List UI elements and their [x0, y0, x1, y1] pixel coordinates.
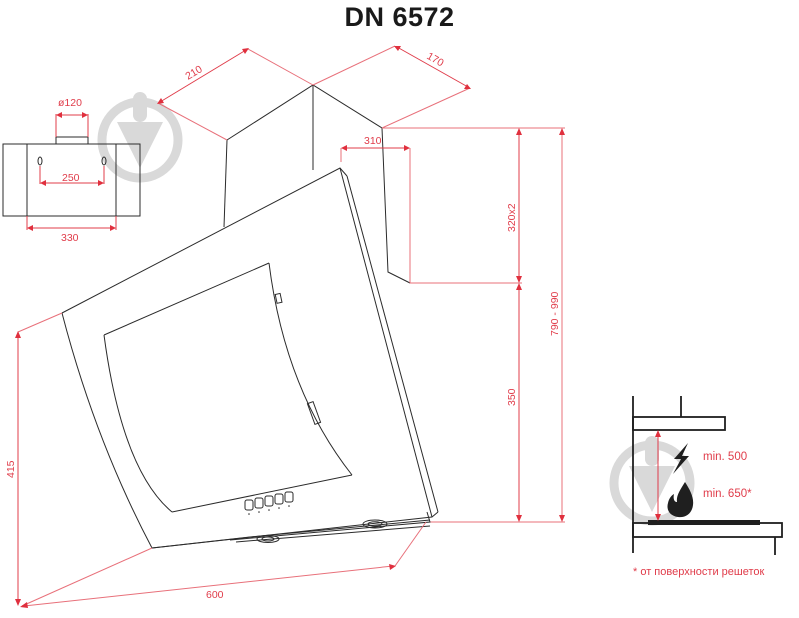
body-height-label: 350 [506, 388, 518, 406]
duct-diameter-label: ø120 [58, 97, 82, 109]
control-button [254, 497, 264, 513]
installation-diagram: min. 500 min. 650* * от поверхности реше… [632, 396, 783, 578]
chimney-depth-dimension: 210 [157, 48, 314, 141]
control-button [244, 499, 254, 515]
chimney-width-dimension: 170 [312, 45, 471, 129]
control-button [264, 495, 274, 511]
chimney-height-label: 320x2 [506, 203, 518, 232]
mount-hole-icon [101, 156, 107, 166]
hood-chimney [223, 84, 411, 284]
min-electric-label: min. 500 [703, 451, 747, 463]
chimney-offset-label: 310 [364, 135, 382, 147]
total-height-label: 790 - 990 [549, 291, 561, 336]
front-height-label: 415 [5, 460, 17, 478]
chimney-width-label: 170 [425, 50, 446, 69]
hood-body [61, 167, 439, 549]
front-height-dimension: 415 [5, 312, 153, 607]
flame-icon [667, 482, 694, 518]
lightning-icon [673, 443, 689, 474]
mount-hole-icon [37, 156, 43, 166]
control-panel [244, 491, 294, 515]
chimney-depth-label: 210 [183, 63, 204, 82]
mount-spacing-label: 250 [62, 172, 80, 184]
light-icon [362, 519, 388, 529]
product-title: DN 6572 [344, 2, 455, 32]
width-label: 600 [206, 589, 224, 601]
min-gas-label: min. 650* [703, 488, 752, 500]
control-button [284, 491, 294, 507]
light-icon [256, 535, 280, 543]
top-view: ø120 250 330 [2, 97, 141, 244]
vertical-dimensions: 320x2 350 790 - 990 [382, 127, 565, 523]
footnote: * от поверхности решеток [633, 566, 764, 578]
control-button [274, 493, 284, 509]
width-dimension: 600 [20, 521, 427, 608]
top-width-label: 330 [61, 232, 79, 244]
chimney-offset-dimension: 310 [340, 135, 411, 283]
